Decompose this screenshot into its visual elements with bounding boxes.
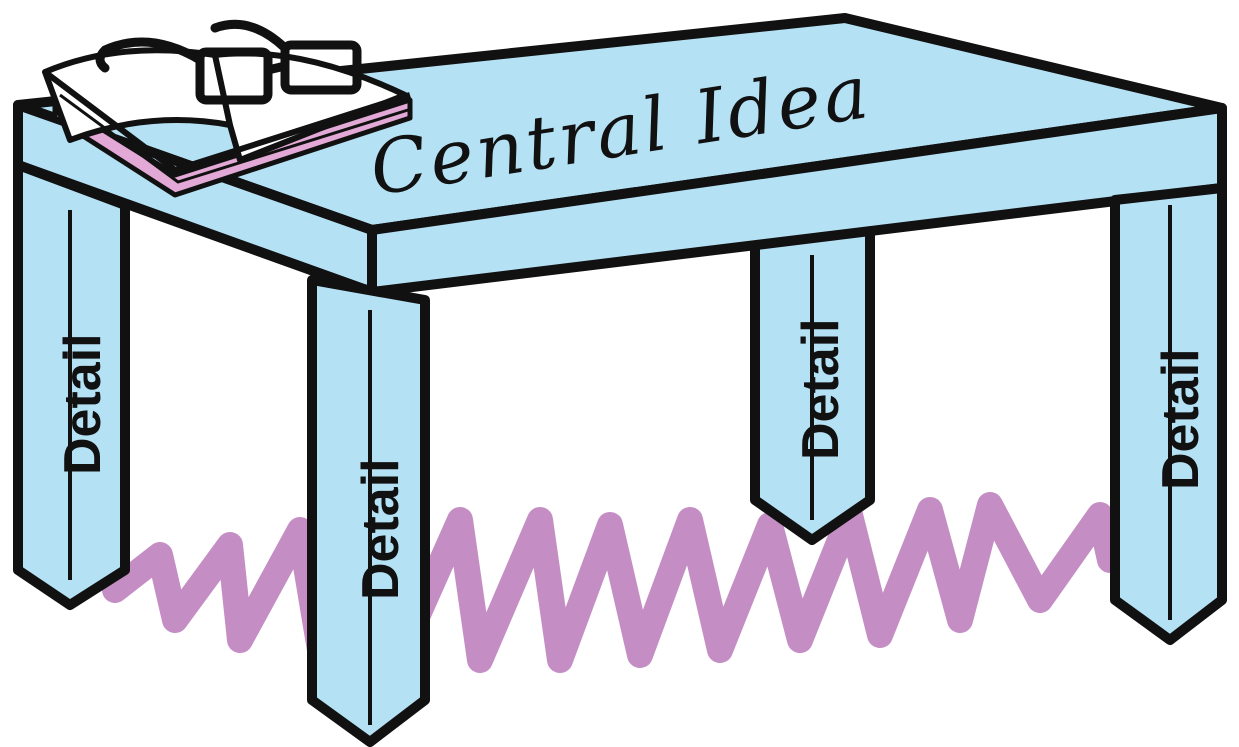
leg-front-middle: Detail — [312, 280, 425, 742]
leg-label-front-middle: Detail — [352, 458, 410, 600]
leg-back-right: Detail — [755, 225, 870, 540]
table-shadow — [115, 505, 1110, 660]
leg-label-front-right: Detail — [1152, 348, 1210, 490]
leg-front-left: Detail — [18, 165, 125, 605]
leg-label-front-left: Detail — [54, 333, 112, 475]
leg-label-back-right: Detail — [792, 318, 850, 460]
leg-front-right: Detail — [1115, 188, 1222, 640]
